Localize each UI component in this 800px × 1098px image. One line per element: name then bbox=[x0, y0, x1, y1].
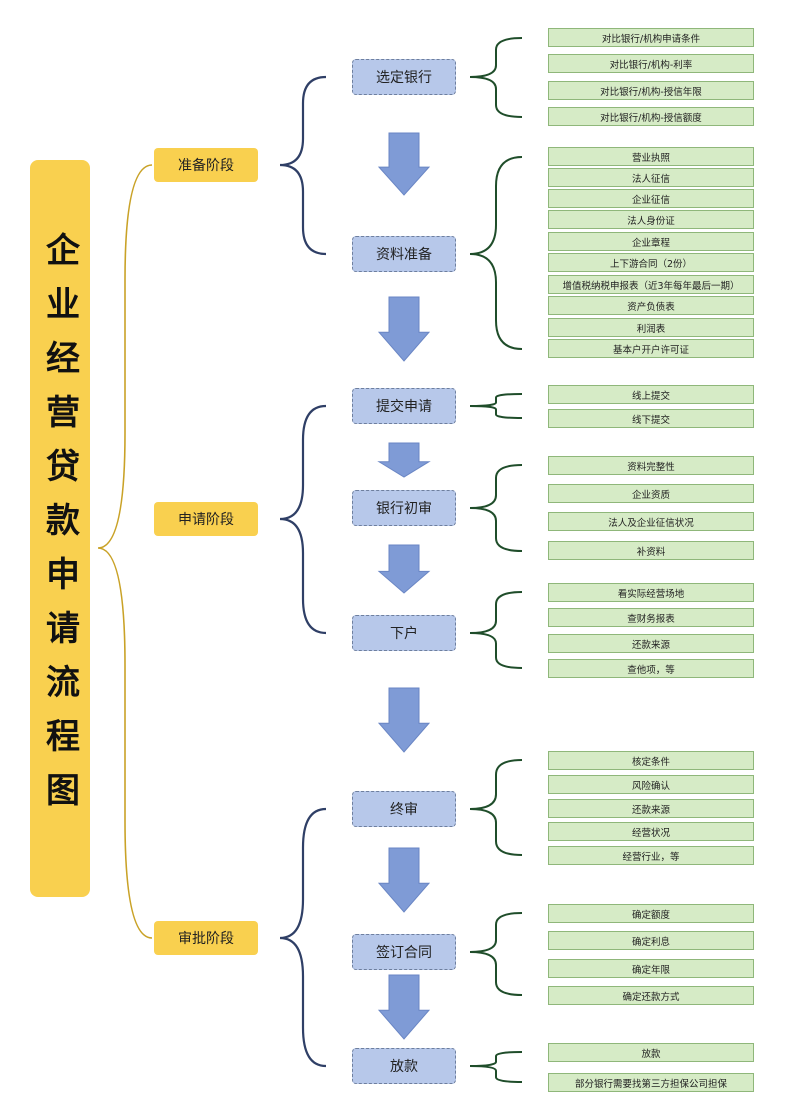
leaf-item: 法人征信 bbox=[548, 168, 754, 187]
flow-arrow bbox=[377, 687, 431, 753]
leaf-item: 增值税纳税申报表（近3年每年最后一期） bbox=[548, 275, 754, 294]
leaf-item: 部分银行需要找第三方担保公司担保 bbox=[548, 1073, 754, 1092]
leaf-item: 查他项，等 bbox=[548, 659, 754, 678]
leaf-item: 利润表 bbox=[548, 318, 754, 337]
leaf-item: 法人身份证 bbox=[548, 210, 754, 229]
leaf-item: 对比银行/机构-授信年限 bbox=[548, 81, 754, 100]
leaf-item: 放款 bbox=[548, 1043, 754, 1062]
step-prepare-docs: 资料准备 bbox=[352, 236, 456, 272]
step-brace-submit bbox=[469, 393, 523, 419]
flow-arrow bbox=[377, 847, 431, 913]
step-select-bank: 选定银行 bbox=[352, 59, 456, 95]
step-sign-contract: 签订合同 bbox=[352, 934, 456, 970]
leaf-item: 对比银行/机构-授信额度 bbox=[548, 107, 754, 126]
leaf-item: 确定还款方式 bbox=[548, 986, 754, 1005]
leaf-item: 资产负债表 bbox=[548, 296, 754, 315]
leaf-item: 确定利息 bbox=[548, 931, 754, 950]
leaf-item: 经营行业，等 bbox=[548, 846, 754, 865]
title-box: 企业经营贷款申请流程图 bbox=[30, 160, 90, 897]
step-brace-site-visit bbox=[469, 591, 523, 669]
leaf-item: 企业资质 bbox=[548, 484, 754, 503]
leaf-item: 基本户开户许可证 bbox=[548, 339, 754, 358]
step-final-review: 终审 bbox=[352, 791, 456, 827]
leaf-item: 确定额度 bbox=[548, 904, 754, 923]
leaf-item: 营业执照 bbox=[548, 147, 754, 166]
phase-prepare: 准备阶段 bbox=[154, 148, 258, 182]
flow-arrow bbox=[377, 132, 431, 196]
flow-arrow bbox=[377, 296, 431, 362]
leaf-item: 核定条件 bbox=[548, 751, 754, 770]
phase-brace-prepare bbox=[279, 75, 327, 256]
leaf-item: 资料完整性 bbox=[548, 456, 754, 475]
leaf-item: 对比银行/机构申请条件 bbox=[548, 28, 754, 47]
leaf-item: 线上提交 bbox=[548, 385, 754, 404]
leaf-item: 看实际经营场地 bbox=[548, 583, 754, 602]
leaf-item: 企业章程 bbox=[548, 232, 754, 251]
leaf-item: 风险确认 bbox=[548, 775, 754, 794]
title-brace bbox=[97, 164, 153, 939]
leaf-item: 线下提交 bbox=[548, 409, 754, 428]
step-site-visit: 下户 bbox=[352, 615, 456, 651]
leaf-item: 确定年限 bbox=[548, 959, 754, 978]
phase-apply: 申请阶段 bbox=[154, 502, 258, 536]
step-disbursement: 放款 bbox=[352, 1048, 456, 1084]
phase-brace-approve bbox=[279, 807, 327, 1068]
leaf-item: 上下游合同（2份） bbox=[548, 253, 754, 272]
flow-arrow bbox=[377, 544, 431, 594]
leaf-item: 法人及企业征信状况 bbox=[548, 512, 754, 531]
leaf-item: 还款来源 bbox=[548, 799, 754, 818]
step-brace-disbursement bbox=[469, 1051, 523, 1083]
step-brace-prepare-docs bbox=[469, 156, 523, 350]
phase-brace-apply bbox=[279, 404, 327, 635]
leaf-item: 对比银行/机构-利率 bbox=[548, 54, 754, 73]
diagram-title: 企业经营贷款申请流程图 bbox=[39, 231, 80, 826]
step-submit: 提交申请 bbox=[352, 388, 456, 424]
leaf-item: 查财务报表 bbox=[548, 608, 754, 627]
step-initial-review: 银行初审 bbox=[352, 490, 456, 526]
step-brace-select-bank bbox=[469, 37, 523, 118]
flow-arrow bbox=[377, 442, 431, 478]
leaf-item: 补资料 bbox=[548, 541, 754, 560]
step-brace-sign-contract bbox=[469, 912, 523, 996]
leaf-item: 经营状况 bbox=[548, 822, 754, 841]
phase-approve: 审批阶段 bbox=[154, 921, 258, 955]
leaf-item: 还款来源 bbox=[548, 634, 754, 653]
step-brace-final-review bbox=[469, 759, 523, 856]
flow-arrow bbox=[377, 974, 431, 1040]
leaf-item: 企业征信 bbox=[548, 189, 754, 208]
step-brace-initial-review bbox=[469, 464, 523, 552]
